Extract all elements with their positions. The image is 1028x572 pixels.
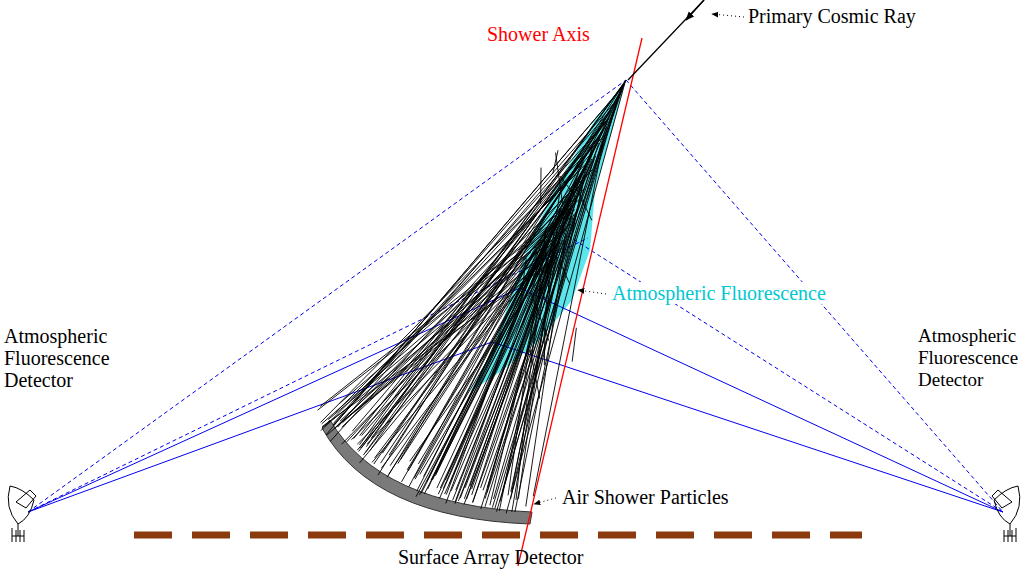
particle-track (553, 192, 560, 237)
particle-track (559, 260, 570, 284)
particle-track (320, 134, 605, 422)
shower-axis-label: Shower Axis (485, 23, 592, 45)
particle-track (338, 110, 611, 427)
detector-label: Atmospheric Fluorescence Detector (4, 325, 122, 391)
particle-track (530, 350, 540, 399)
particle-track (497, 90, 621, 512)
particle-track (367, 264, 540, 444)
sight-lines (28, 80, 1003, 512)
particle-track (424, 255, 546, 493)
particle-track (409, 86, 624, 487)
particle-track (410, 248, 561, 461)
particle-track (327, 224, 571, 435)
leader-line (534, 498, 556, 504)
particle-track (354, 121, 605, 438)
particle-track (531, 294, 549, 341)
particle-track (336, 164, 587, 413)
particle-track (503, 197, 577, 491)
particle-track (521, 258, 526, 297)
particle-track (366, 80, 625, 446)
particle-tracks (318, 80, 626, 513)
particle-track (389, 147, 590, 455)
particle-track (381, 244, 554, 469)
particle-track (374, 127, 605, 464)
leader-lines (534, 14, 744, 504)
particle-track (553, 150, 558, 174)
particle-track (544, 234, 549, 293)
particle-track (540, 285, 550, 311)
particle-track (357, 189, 584, 450)
primary-ray-label: Primary Cosmic Ray (748, 5, 916, 27)
particle-track (318, 212, 572, 410)
fluorescence-detector (992, 486, 1020, 542)
particle-track (576, 187, 592, 220)
particle-track (560, 176, 576, 197)
fluorescence-detector (8, 486, 36, 542)
primary-ray-line (628, 0, 704, 80)
leader-line (712, 14, 744, 17)
surface-array (134, 532, 862, 539)
particle-track (362, 180, 585, 436)
particle-track (544, 318, 546, 365)
particle-track (420, 121, 608, 495)
sight-line (28, 80, 626, 512)
particles-label: Air Shower Particles (560, 486, 731, 508)
particle-track (455, 176, 583, 503)
leader-line (578, 290, 606, 294)
surface-array-label: Surface Array Detector (398, 546, 583, 568)
particle-track (334, 85, 624, 425)
particle-track (334, 103, 614, 423)
primary-ray-arrow (686, 0, 704, 20)
detector-label: Atmospheric Fluorescence Detector (918, 325, 1024, 391)
particle-track (445, 211, 562, 480)
sight-line (520, 288, 1003, 512)
particle-track (540, 168, 541, 204)
particle-track (483, 84, 624, 490)
fluorescence-label: Atmospheric Fluorescence (610, 282, 828, 304)
